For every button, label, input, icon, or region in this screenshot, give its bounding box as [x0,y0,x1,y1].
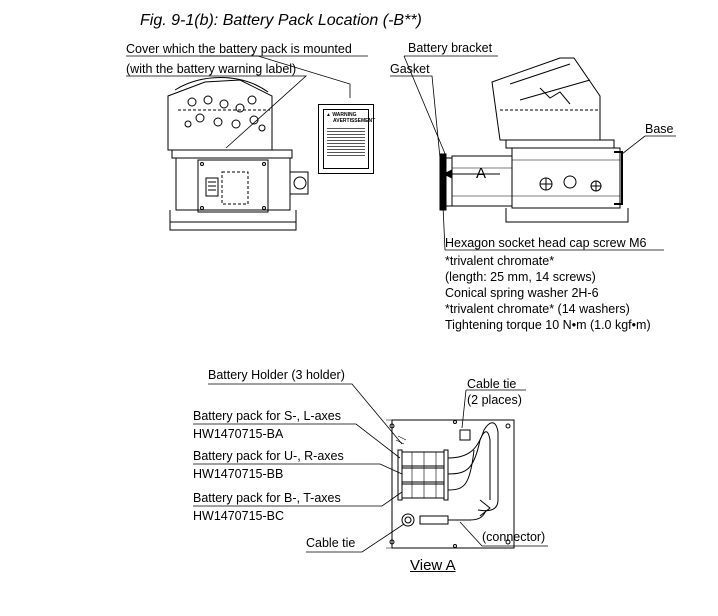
warning-triangle-icon: ▲ [326,112,331,118]
pack-bt-leader [193,491,403,507]
screw-label-line3: (length: 25 mm, 14 screws) [445,270,596,284]
screw-label-line5: *trivalent chromate* (14 washers) [445,302,630,316]
pack-bt-label: Battery pack for B-, T-axes [193,491,341,505]
pack-sl-code: HW1470715-BA [193,427,284,441]
gasket-leader [390,75,441,159]
figure-title: Fig. 9-1(b): Battery Pack Location (-B**… [140,12,422,29]
pack-ur-leader [193,463,403,475]
cable-tie-top-leader [461,389,467,429]
cover-label-line2: (with the battery warning label) [126,62,297,76]
view-a-label: View A [410,557,456,574]
warning-label-header: ▲ WARNING AVERTISSEMENT [326,112,376,124]
cover-label-line1: Cover which the battery pack is mounted [126,42,352,56]
cover-side-right-view [439,153,513,211]
pack-bt-code: HW1470715-BC [193,509,285,523]
battery-holder-label: Battery Holder (3 holder) [208,368,345,382]
robot-base-right-view [491,57,629,223]
cable-tie-bottom-leader [306,523,405,553]
pack-ur-code: HW1470715-BB [193,467,284,481]
cable-tie-top-label-1: Cable tie [467,377,517,391]
cable-tie-bottom-label: Cable tie [306,536,356,550]
screw-label-line4: Conical spring washer 2H-6 [445,286,599,300]
pack-sl-label: Battery pack for S-, L-axes [193,409,341,423]
base-leader [621,135,646,155]
base-label: Base [645,122,674,136]
cover-leader-line [200,55,351,98]
screw-label-line2: *trivalent chromate* [445,254,555,268]
cable-tie-top-label-2: (2 places) [467,393,522,407]
pack-ur-label: Battery pack for U-, R-axes [193,449,344,463]
battery-holder-leader [208,383,403,445]
screw-label-line1: Hexagon socket head cap screw M6 [445,236,647,250]
pack-sl-leader [193,423,401,459]
battery-bracket-label: Battery bracket [408,41,493,55]
screw-label-line6: Tightening torque 10 N•m (1.0 kgf•m) [445,318,651,332]
screw-leader [442,205,446,251]
robot-base-left-view [167,77,309,231]
warning-label-illustration: ▲ WARNING AVERTISSEMENT [318,104,376,174]
view-a-plate [386,419,515,549]
battery-bracket-leader [403,55,447,157]
connector-leader [459,521,483,547]
